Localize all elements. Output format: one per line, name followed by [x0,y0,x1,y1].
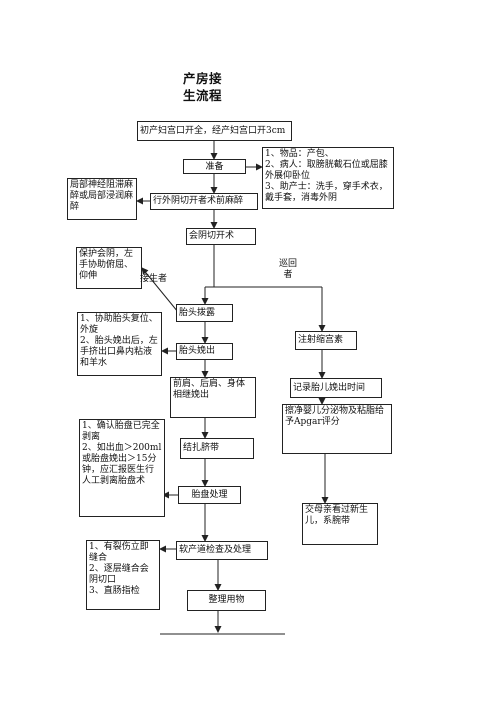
page-title: 产房接 生流程 [183,71,223,103]
node-placenta: 胎盘处理 [178,486,241,504]
node-anesthesia-note: 局部神经阻滞麻醉或局部浸润麻醉 [67,178,137,220]
label-circulating: 巡回 者 [278,259,297,280]
node-shoulders: 前肩、后肩、身体相继娩出 [170,377,256,418]
node-anesthesia: 行外阴切开者术前麻醉 [150,193,258,210]
node-cord: 结扎脐带 [180,438,254,459]
node-start: 初产妇宫口开全，经产妇宫口开3cm [137,121,292,141]
node-oxytocin: 注射缩宫素 [295,331,357,350]
node-record-time: 记录胎儿娩出时间 [290,378,382,398]
node-apgar: 擦净婴儿分泌物及粘脂给予Apgar评分 [282,404,392,454]
node-head-notes: 1、协助胎头复位、外旋 2、胎头娩出后，左手挤出口鼻内粘液和羊水 [77,312,162,376]
node-canal-check: 软产道检查及处理 [176,541,268,560]
node-head-visible: 胎头拨露 [176,304,233,322]
node-skin-contact: 交母亲看过新生儿，系腕带 [302,503,378,545]
node-prepare-notes: 1、物品：产包、 2、病人：取膀胱截石位或屈膝外展仰卧位 3、助产士：洗手，穿手… [262,147,394,209]
node-placenta-notes: 1、确认胎盘已完全剥离 2、如出血＞200ml或胎盘娩出＞15分钟，应汇报医生行… [79,419,165,517]
node-episiotomy: 会阴切开术 [186,228,256,245]
node-protect-note: 保护会阴，左手协助俯屈、仰伸 [76,247,142,289]
node-tear-notes: 1、有裂伤立即缝合 2、逐层缝合会阴切口 3、直肠指检 [86,540,160,610]
node-tidy-up: 整理用物 [187,590,266,611]
node-prepare: 准备 [183,159,246,174]
label-deliverer: 接生者 [140,274,168,284]
arrow-headvisible-protect [141,267,179,313]
node-head-delivered: 胎头娩出 [176,343,233,360]
